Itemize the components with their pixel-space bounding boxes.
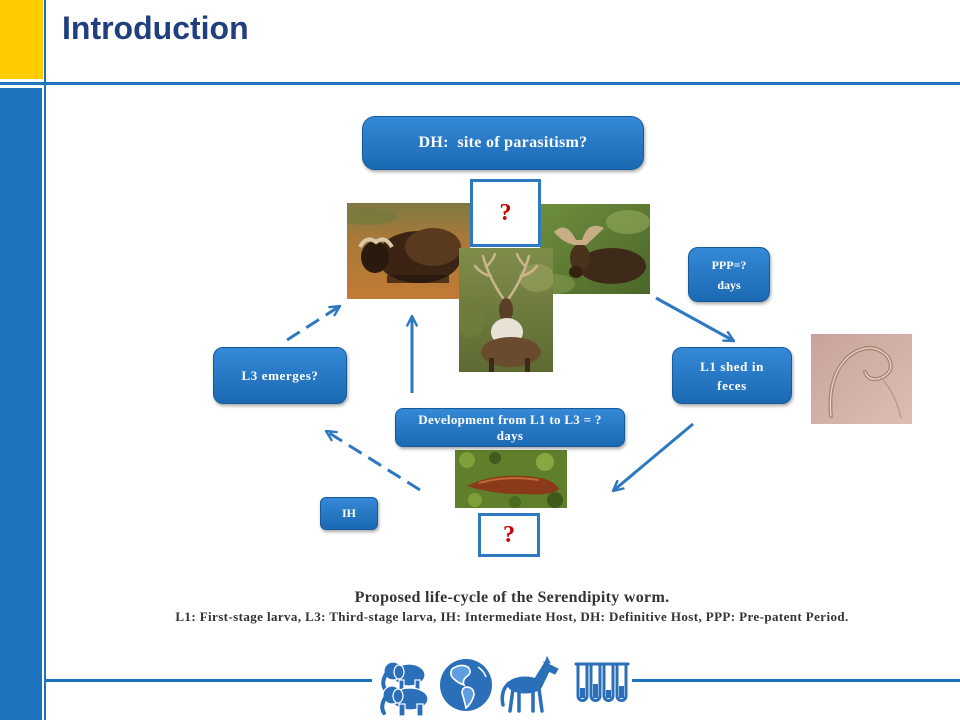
caption-legend: L1: First-stage larva, L3: Third-stage l… (175, 609, 849, 624)
arrow-host-to-ppp (655, 296, 736, 343)
l1-shed-box: L1 shed in feces (672, 347, 792, 404)
slug-photo (455, 450, 567, 508)
test-tubes-icon (574, 662, 630, 702)
l1-shed-box-label: L1 shed in feces (700, 358, 764, 393)
dashed-arrow-l3-to-host (286, 304, 342, 342)
left-sidebar-band (0, 88, 42, 720)
yellow-corner-block (0, 0, 43, 79)
footer-line-left (46, 679, 372, 682)
ppp-box-line2: days (717, 277, 741, 292)
figure-caption: Proposed life-cycle of the Serendipity w… (64, 588, 960, 626)
header-divider-line (0, 82, 960, 85)
development-box: Development from L1 to L3 = ?days (395, 408, 625, 447)
definitive-host-box-label: DH: site of parasitism? (418, 134, 588, 151)
arrow-feces-to-intermediate-host (611, 422, 694, 493)
footer-line-right (632, 679, 960, 682)
slide-title: Introduction (62, 10, 249, 46)
globe-icon (440, 659, 492, 711)
intermediate-host-question-box: ? (478, 513, 540, 557)
intermediate-host-label: IH (341, 506, 356, 520)
elephants-icon (380, 661, 429, 717)
caption-heading: Proposed life-cycle of the Serendipity w… (354, 589, 670, 606)
moose-photo (540, 204, 650, 294)
definitive-host-question-box: ? (470, 179, 541, 247)
caribou-photo (459, 248, 553, 372)
l3-emerges-box-label: L3 emerges? (241, 367, 319, 383)
development-box-label: Development from L1 to L3 = ?days (418, 411, 602, 443)
ppp-box-line1: PPP=? (711, 257, 747, 272)
l3-emerges-box: L3 emerges? (213, 347, 347, 404)
intermediate-host-label-box: IH (320, 497, 378, 530)
intermediate-host-question-mark: ? (503, 521, 515, 548)
definitive-host-box: DH: site of parasitism? (362, 116, 644, 170)
ppp-box: PPP=? days (688, 247, 770, 302)
definitive-host-question-mark: ? (499, 199, 512, 226)
musk-ox-photo (347, 203, 470, 299)
horse-icon (500, 655, 559, 713)
vertical-divider-line (44, 0, 46, 720)
larva-micrograph (811, 334, 912, 424)
